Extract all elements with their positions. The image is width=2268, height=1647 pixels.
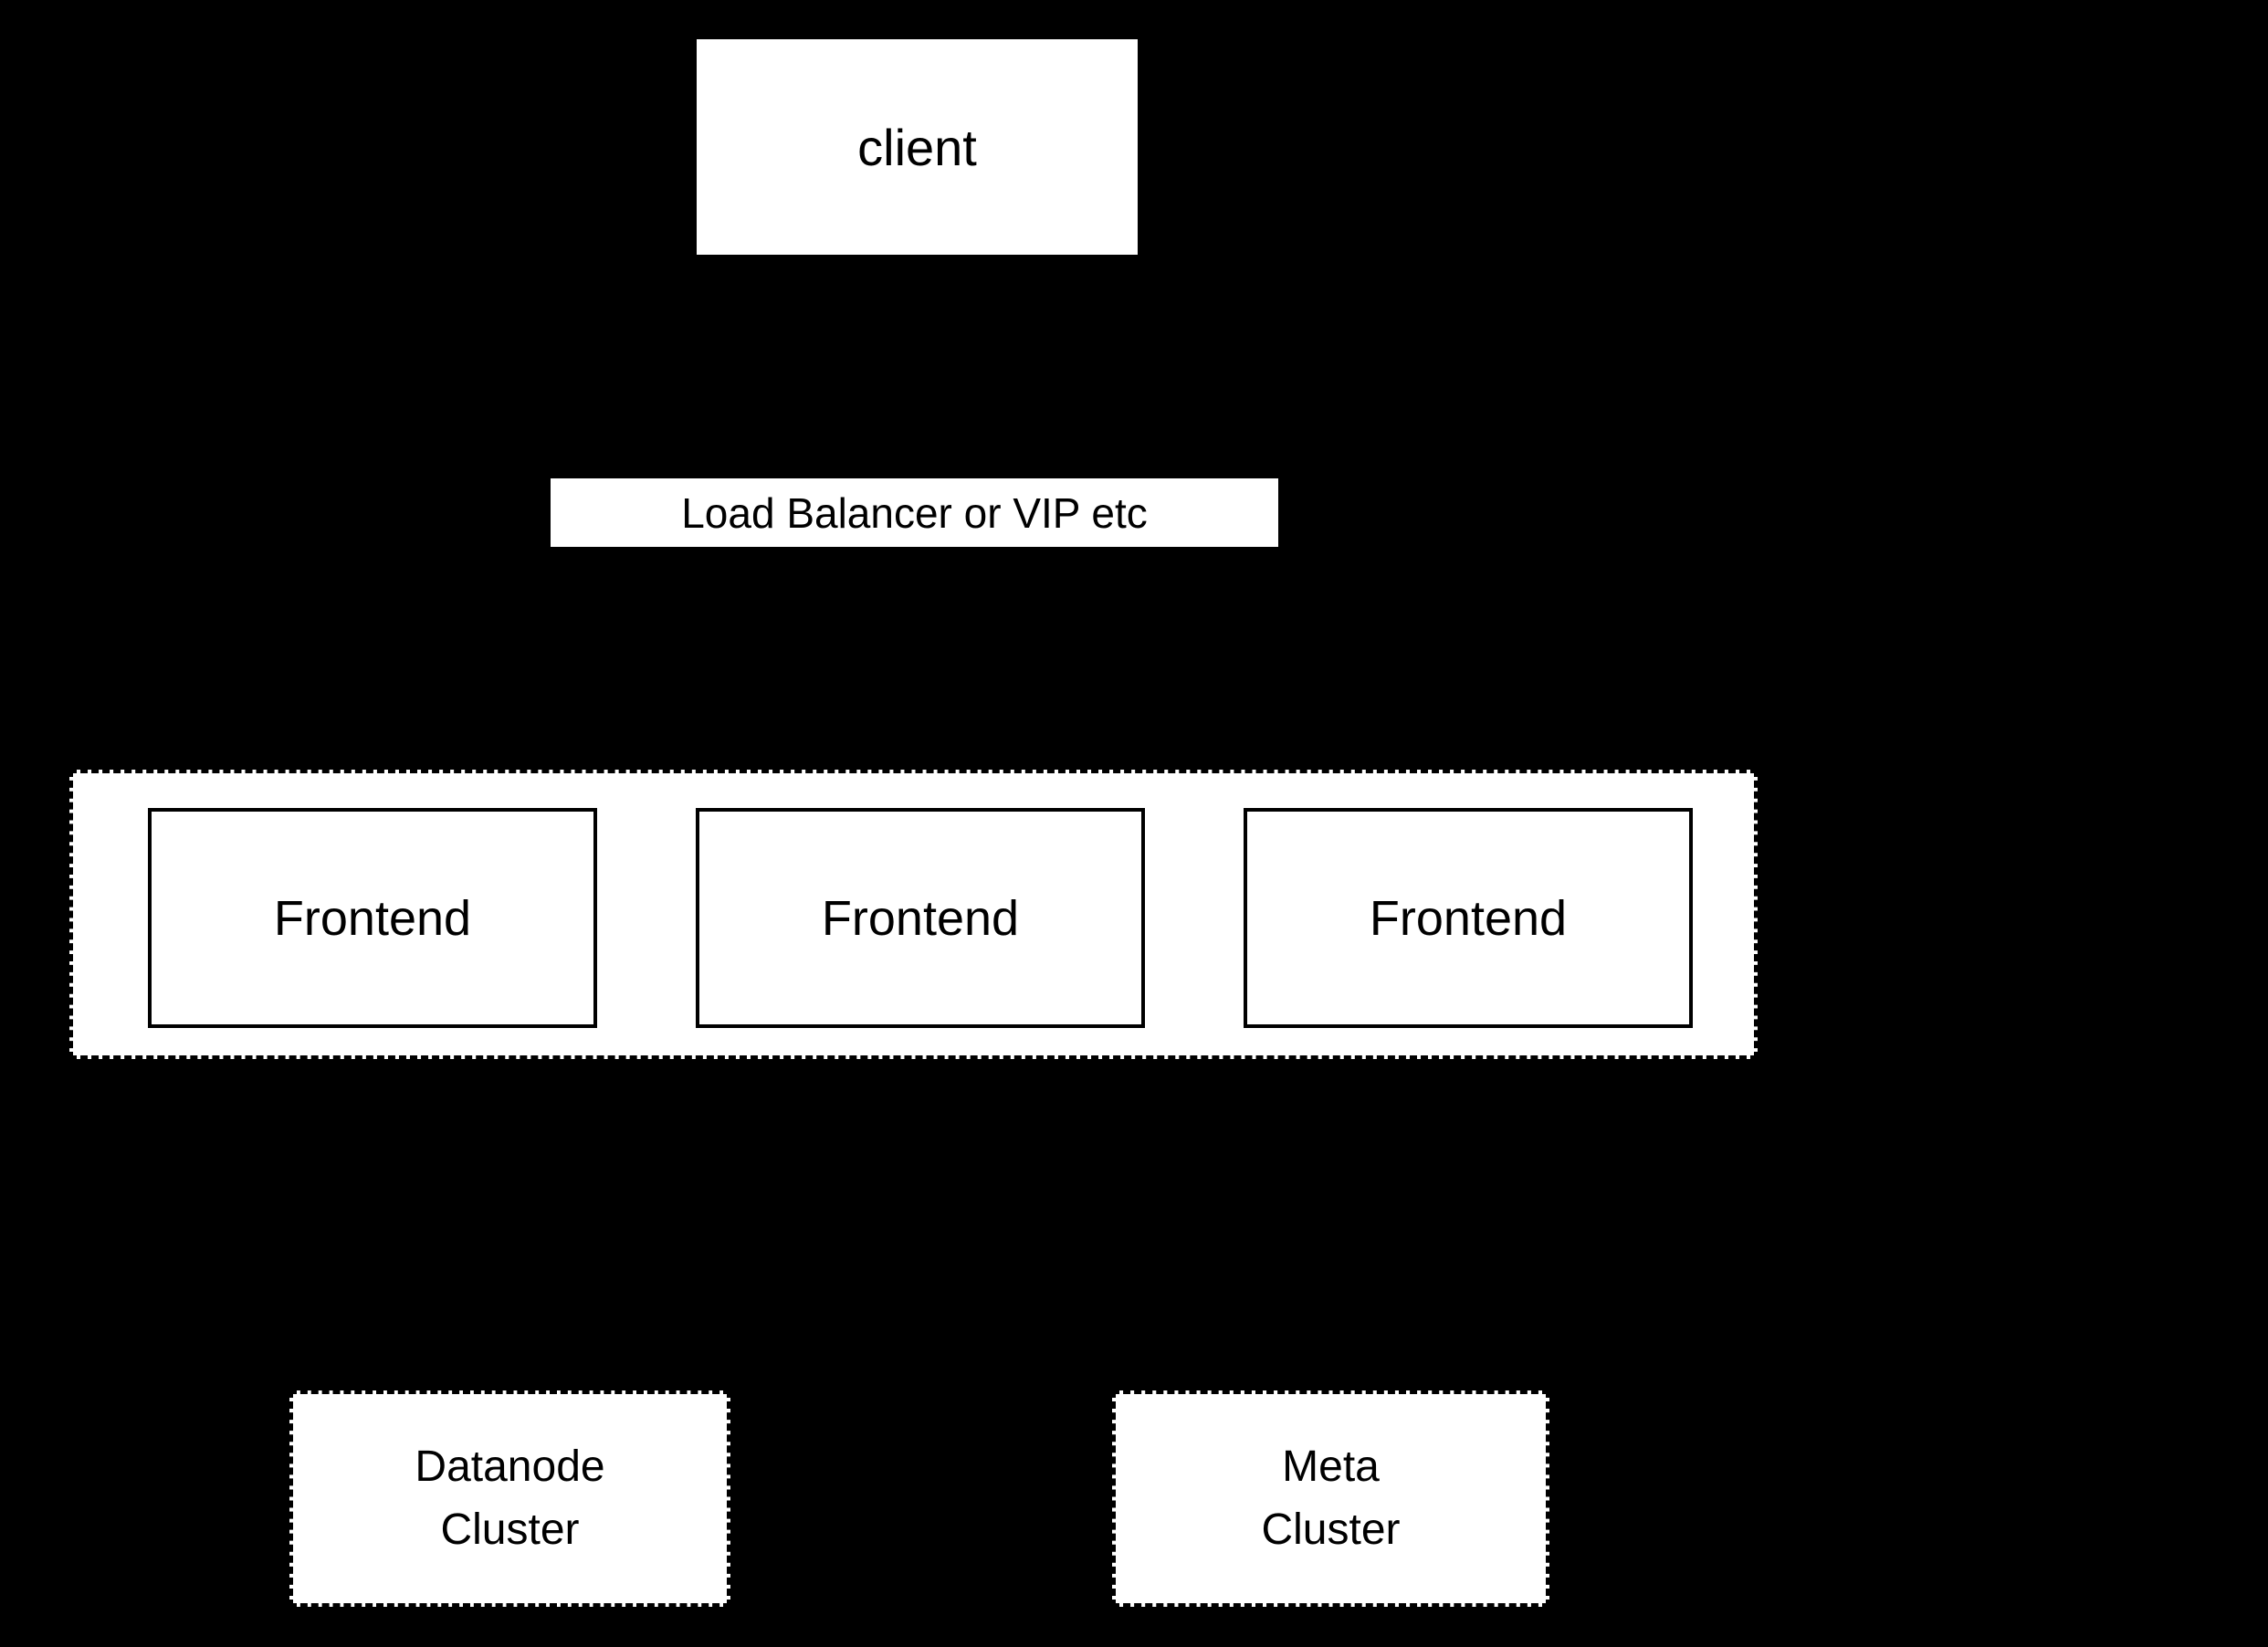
frontend-node: Frontend [696, 808, 1145, 1028]
client-node-label: client [857, 118, 977, 176]
meta-cluster-node: Meta Cluster [1112, 1390, 1549, 1607]
client-node: client [697, 39, 1138, 255]
frontend-group-container: Frontend Frontend Frontend [69, 770, 1758, 1059]
datanode-cluster-label-line2: Cluster [440, 1505, 580, 1554]
meta-cluster-label-line2: Cluster [1261, 1505, 1401, 1554]
meta-cluster-label-line1: Meta [1282, 1442, 1380, 1492]
datanode-cluster-node: Datanode Cluster [289, 1390, 730, 1607]
frontend-node: Frontend [148, 808, 597, 1028]
frontend-node-label: Frontend [821, 890, 1020, 946]
frontend-node-label: Frontend [1369, 890, 1568, 946]
frontend-node: Frontend [1244, 808, 1693, 1028]
datanode-cluster-label-line1: Datanode [415, 1442, 605, 1492]
frontend-node-label: Frontend [273, 890, 472, 946]
load-balancer-node-label: Load Balancer or VIP etc [681, 488, 1148, 537]
load-balancer-node: Load Balancer or VIP etc [551, 478, 1278, 547]
